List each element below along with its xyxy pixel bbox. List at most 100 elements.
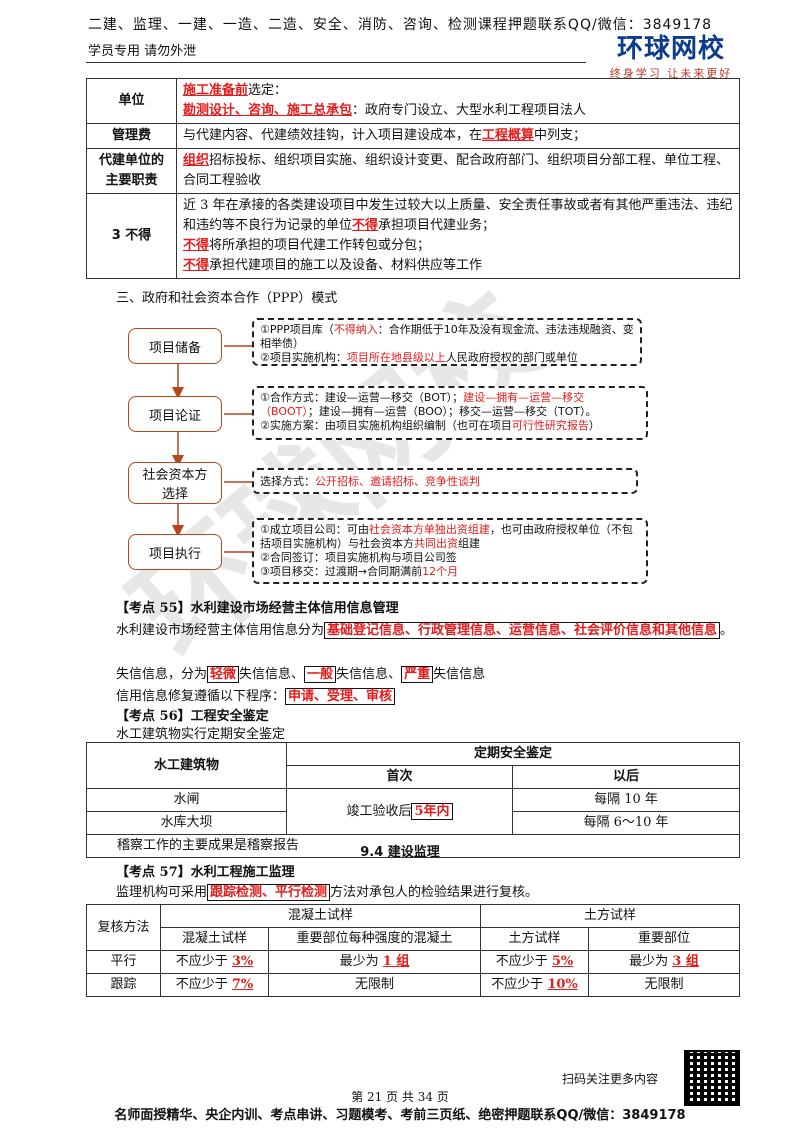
flow-box-text: 人民政府授权的部门或单位 xyxy=(445,351,578,364)
t3-r0-c2a: 最少为 xyxy=(339,954,379,969)
row-content-text: 承担项目代建业务； xyxy=(378,218,496,233)
flow-box-line: ①合作方式：建设—运营—移交（BOT）；建设—拥有—运营—移交（BOOT）；建设… xyxy=(260,391,640,419)
flow-box-line: ②合同签订：项目实施机构与项目公司签 xyxy=(260,551,640,565)
flow-box-text: ②实施方案：由项目实施机构组织编制（也可在项目 xyxy=(260,419,512,432)
row-content-line: 不得将所承担的项目代建工作转包或分包； xyxy=(183,236,733,256)
t2-first-b: 5年内 xyxy=(411,802,453,820)
kp55-l2e: 失信信息、 xyxy=(336,667,402,682)
t2-r1c3: 每隔 10 年 xyxy=(512,788,740,812)
row-content-line: 勘测设计、咨询、施工总承包：政府专门设立、大型水利工程项目法人 xyxy=(183,101,733,121)
flow-box-text: 项目所在地县级以上 xyxy=(346,351,446,364)
t3-sub-2: 土方试样 xyxy=(480,927,589,951)
table-row: 管理费与代建内容、代建绩效挂钩，计入项目建设成本，在工程概算中列支； xyxy=(86,123,740,149)
t3-r0-c4b: 3 组 xyxy=(672,954,699,969)
flow-node-execution: 项目执行 xyxy=(128,534,222,570)
t3-sub-3: 重要部位 xyxy=(588,927,740,951)
kp55-l1b: 基础登记信息、行政管理信息、运营信息、社会评价信息和其他信息 xyxy=(324,622,721,639)
kp55-l1a: 水利建设市场经营主体信用信息分为 xyxy=(116,623,325,638)
kp55-l2c: 失信信息、 xyxy=(239,667,305,682)
t3-r1-c4: 无限制 xyxy=(588,973,740,997)
flow-box-line: ③项目移交：过渡期→合同期满前12个月 xyxy=(260,565,640,579)
t2-r2c1: 水库大坝 xyxy=(86,811,287,835)
kp55-l2b: 轻微 xyxy=(207,666,240,683)
t2-first-a: 竣工验收后 xyxy=(346,803,412,819)
flow-box-selection: 选择方式：公开招标、邀请招标、竞争性谈判 xyxy=(252,468,638,494)
table-row: 代建单位的主要职责组织招标投标、组织项目实施、组织设计变更、配合政府部门、组织项… xyxy=(86,148,740,194)
kp55-title: 【考点 55】水利建设市场经营主体信用信息管理 xyxy=(116,601,399,616)
header-student-only: 学员专用 请勿外泄 xyxy=(88,44,197,59)
t3-r0-c3a: 不应少于 xyxy=(495,954,548,969)
flow-box-text: 可行性研究报告 xyxy=(511,419,589,432)
kp55-l3a: 信用信息修复遵循以下程序： xyxy=(116,689,286,704)
kp57-lb: 跟踪检测、平行检测 xyxy=(207,884,331,901)
kp57-lc: 方法对承包人的检验结果进行复核。 xyxy=(330,885,539,900)
flow-box-text: 组建 xyxy=(458,537,480,550)
flow-box-text: ，也可由政府授权单位（不包括项目实施机构）与社会资本方 xyxy=(260,523,633,550)
t3-r1-c3: 不应少于 10% xyxy=(480,973,589,997)
row-content: 与代建内容、代建绩效挂钩，计入项目建设成本，在工程概算中列支； xyxy=(176,123,740,149)
t3-r1-c2: 无限制 xyxy=(268,973,481,997)
t2-r2c3: 每隔 6～10 年 xyxy=(512,811,740,835)
flow-box-text: ：合作期低于10年及没有现金流、违法违规融资、变相举债） xyxy=(260,323,634,350)
row-key: 单位 xyxy=(86,78,177,124)
flow-node-demonstration: 项目论证 xyxy=(128,396,222,432)
row-content: 近 3 年在承接的各类建设项目中发生过较大以上质量、安全责任事故或者有其他严重违… xyxy=(176,193,740,279)
kp55-para2: 失信信息，分为轻微失信信息、一般失信信息、严重失信信息 xyxy=(116,664,485,686)
t2-h4: 以后 xyxy=(512,765,740,789)
t3-r0-c2: 最少为 1 组 xyxy=(268,950,481,974)
row-content-text: 与代建内容、代建绩效挂钩，计入项目建设成本，在 xyxy=(183,128,483,143)
t3-r0-c1: 不应少于 3% xyxy=(160,950,269,974)
t3-r0-c2b: 1 组 xyxy=(382,954,410,969)
flow-box-text: ；建设—拥有—运营（BOO）；移交—运营—移交（TOT）。 xyxy=(307,405,597,418)
t3-r0-c4: 最少为 3 组 xyxy=(588,950,740,974)
t3-r1-c3b: 10% xyxy=(547,977,578,992)
section-9-4: 9.4 建设监理 xyxy=(360,845,440,860)
kp55-para3: 信用信息修复遵循以下程序：申请、受理、审核 xyxy=(116,686,396,708)
kp56-line: 水工建筑物实行定期安全鉴定 xyxy=(116,727,286,742)
flow-box-text: 不得纳入 xyxy=(333,323,378,336)
row-key: 代建单位的主要职责 xyxy=(86,148,177,194)
qr-code[interactable] xyxy=(684,1050,740,1106)
row-content-text: 将所承担的项目代建工作转包或分包； xyxy=(209,238,431,253)
row-content-text: 勘测设计、咨询、施工总承包 xyxy=(183,103,353,118)
flow-box-line: ①PPP项目库（不得纳入：合作期低于10年及没有现金流、违法违规融资、变相举债） xyxy=(260,323,634,351)
t3-r0-c1a: 不应少于 xyxy=(175,954,228,969)
table-row: 跟踪 不应少于 7% 无限制 不应少于 10% 无限制 xyxy=(86,973,740,997)
flow-box-text: ①PPP项目库（ xyxy=(260,323,334,336)
flow-box-text: ①合作方式：建设—运营—移交（BOT）； xyxy=(260,391,464,404)
header-divider xyxy=(86,62,586,63)
flow-box-text: 共同出资 xyxy=(414,537,458,550)
row-content: 施工准备前选定：勘测设计、咨询、施工总承包：政府专门设立、大型水利工程项目法人 xyxy=(176,78,740,124)
t3-r1-c1: 不应少于 7% xyxy=(160,973,269,997)
flow-box-text: 公开招标、邀请招标、竞争性谈判 xyxy=(315,475,480,488)
t3-r0-c4a: 最少为 xyxy=(629,954,669,969)
table-row: 单位施工准备前选定：勘测设计、咨询、施工总承包：政府专门设立、大型水利工程项目法… xyxy=(86,78,740,124)
t3-method: 复核方法 xyxy=(86,904,161,951)
t2-h2: 定期安全鉴定 xyxy=(286,742,740,766)
table-row: 3 不得近 3 年在承接的各类建设项目中发生过较大以上质量、安全责任事故或者有其… xyxy=(86,193,740,279)
kp55-l2d: 一般 xyxy=(304,666,337,683)
row-key: 3 不得 xyxy=(86,193,177,279)
kp55-l2f: 严重 xyxy=(401,666,434,683)
ppp-section-title: 三、政府和社会资本合作（PPP）模式 xyxy=(116,291,338,306)
t3-sub-1: 重要部位每种强度的混凝土 xyxy=(268,927,481,951)
kp55-l3b: 申请、受理、审核 xyxy=(285,688,396,705)
flow-box-line: ①成立项目公司：可由社会资本方单独出资组建，也可由政府授权单位（不包括项目实施机… xyxy=(260,523,640,551)
row-content-text: 不得 xyxy=(183,258,210,273)
header-contact-line: 二建、监理、一建、一造、二造、安全、消防、咨询、检测课程押题联系QQ/微信：38… xyxy=(87,17,713,33)
t2-r1c1: 水闸 xyxy=(86,788,287,812)
t3-soil: 土方试样 xyxy=(480,904,740,928)
row-content-line: 不得承担代建项目的施工以及设备、材料供应等工作 xyxy=(183,256,733,276)
flow-box-line: 选择方式：公开招标、邀请招标、竞争性谈判 xyxy=(260,473,630,491)
flow-box-text: ②项目实施机构： xyxy=(260,351,347,364)
flow-node-reserve: 项目储备 xyxy=(128,328,222,364)
review-method-table: 复核方法 混凝土试样 土方试样 混凝土试样 重要部位每种强度的混凝土 土方试样 … xyxy=(86,904,740,997)
kp57-para: 监理机构可采用跟踪检测、平行检测方法对承包人的检验结果进行复核。 xyxy=(116,882,538,904)
flow-box-text: 12个月 xyxy=(422,565,459,578)
row-content-text: 承担代建项目的施工以及设备、材料供应等工作 xyxy=(209,258,483,273)
t3-r0-c3b: 5% xyxy=(551,954,574,969)
kp57-title: 【考点 57】水利工程施工监理 xyxy=(116,865,295,880)
kp55-l2a: 失信信息，分为 xyxy=(116,667,208,682)
